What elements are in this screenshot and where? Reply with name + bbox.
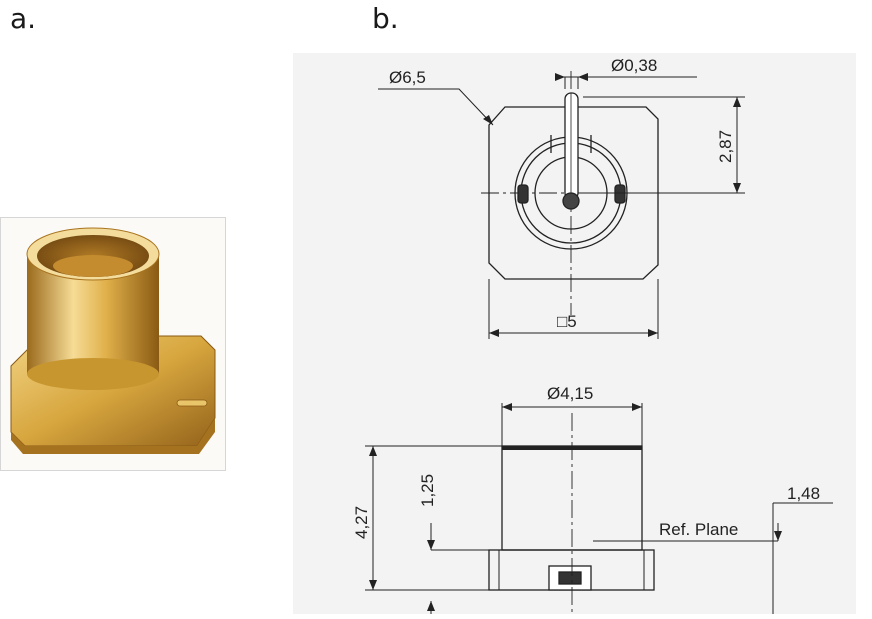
dim-total-height: 4,27 [352,506,371,539]
latch-right [614,184,626,204]
dim-415-line [501,403,643,446]
connector-photo [0,217,226,471]
flange-side [11,418,215,454]
dim-pin-offset: 2,87 [716,130,735,163]
technical-drawing: Ø6,5 Ø0,38 2,87 □5 Ø4,15 4,27 1,25 1,48 … [293,53,856,614]
top-view-outline [488,106,659,280]
dim-diameter-flange: Ø6,5 [389,68,426,87]
side-base-inner [498,550,645,590]
cylinder-bottom [27,358,159,390]
connector-illustration [10,227,216,454]
dim-65-leader [378,88,494,126]
pin [176,399,208,407]
drawing-svg: Ø6,5 Ø0,38 2,87 □5 Ø4,15 4,27 1,25 1,48 … [352,56,833,614]
dim-diameter-body: Ø4,15 [547,384,593,403]
dim-287-line [579,96,745,194]
latch-left [517,184,529,204]
inner-floor [53,255,133,277]
dim-427-line [365,445,502,591]
dim-diameter-pin: Ø0,38 [611,56,657,75]
pin-head [562,192,580,210]
panel-label-b: b. [372,2,399,35]
dim-ref-offset: 1,48 [787,484,820,503]
ref-plane-label: Ref. Plane [659,520,738,539]
dim-038-line [555,76,697,89]
dim-base-height: 1,25 [418,474,437,507]
ref-plane-line [593,502,833,614]
pin-top [564,92,579,200]
dim-square-size: □5 [557,312,577,331]
side-pin-inner [558,571,582,585]
dim-5-line [488,279,659,339]
contact-arc [550,135,592,153]
panel-label-a: a. [10,2,37,35]
